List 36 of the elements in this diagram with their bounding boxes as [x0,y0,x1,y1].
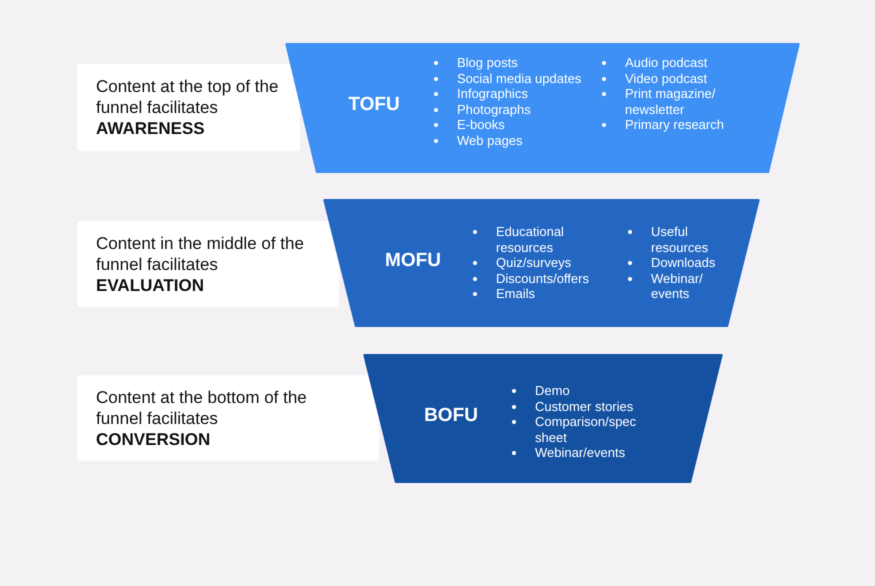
list-item: Web pages [457,132,524,148]
stage-label: MOFU [385,250,441,272]
list-item: Webinar/events [535,445,626,460]
list-item: E-books [457,117,506,132]
description-card [77,64,300,151]
list-item: Quiz/surveys [496,255,572,270]
list-item: Photographs [457,102,532,117]
list-item: Infographics [457,86,529,102]
list-item: Social media updates [457,70,582,86]
list-item: Primary research [625,117,725,132]
list-item: Blog posts [457,55,519,70]
list-item: Print magazine/ newsletter [625,86,716,117]
description-text: Content at the top of the funnel facilitates [96,76,280,118]
list-item: Webinar/ events [651,270,704,302]
description-text: Content at the bottom of the funnel facilitates [96,386,308,428]
list-item: Comparison/spec sheet [535,414,638,445]
description-text: Content in the middle of the funnel facilitates [96,232,305,274]
list-item: Customer stories [535,398,634,414]
stage-label: TOFU [348,94,400,116]
list-item: Emails [496,286,536,302]
stage-name: AWARENESS [96,118,205,139]
stage-name: CONVERSION [96,428,210,450]
description-card [77,221,339,307]
stage-name: EVALUATION [96,274,204,296]
list-item: Audio podcast [625,55,708,70]
funnel-segment [285,43,800,173]
list-item: Useful resources [651,224,710,255]
list-item: Video podcast [625,70,708,86]
funnel-segment [323,199,760,327]
stage-label: BOFU [424,405,478,427]
list-item: Downloads [651,255,716,270]
list-item: Educational resources [496,224,565,255]
description-card [77,375,379,461]
list-item: Demo [535,383,571,398]
list-item: Discounts/offers [496,270,590,286]
funnel-segment [363,354,723,483]
